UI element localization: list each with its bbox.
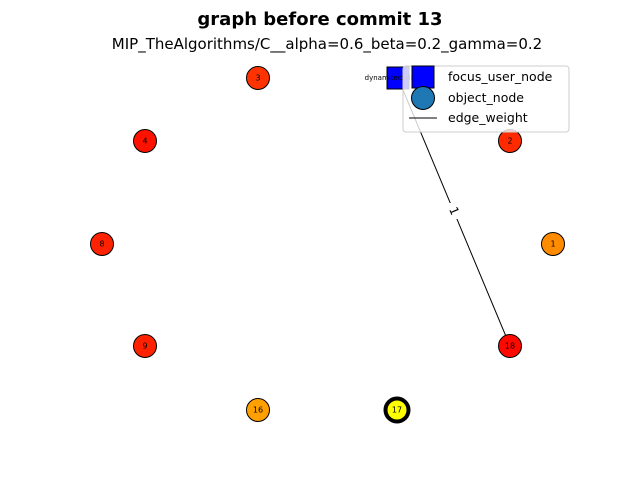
object-node: 17 (383, 396, 411, 424)
object-node-label: 9 (142, 342, 147, 351)
object-node-label: 4 (142, 137, 147, 146)
object-node: 2 (498, 129, 522, 153)
object-node-label: 1 (550, 240, 555, 249)
object-node-label: 18 (505, 342, 515, 351)
legend-object-label: object_node (448, 90, 524, 105)
legend-edge-label: edge_weight (448, 110, 528, 125)
object-node-circle (133, 334, 157, 358)
object-node: 3 (246, 66, 270, 90)
object-node: 4 (133, 129, 157, 153)
legend-frame (402, 65, 570, 133)
object-nodes-layer: 3 4 2 8 1 9 18 16 (90, 66, 565, 424)
figure-subtitle: MIP_TheAlgorithms/C__alpha=0.6_beta=0.2_… (112, 35, 542, 54)
object-node-label: 16 (253, 406, 263, 415)
object-node-circle (90, 232, 114, 256)
figure-title: graph before commit 13 (197, 9, 442, 30)
object-node-circle (541, 232, 565, 256)
object-node-circle (383, 396, 411, 424)
legend-focus-square-icon (411, 65, 435, 89)
object-node-circle (246, 398, 270, 422)
object-node-circle (133, 129, 157, 153)
object-node-label: 2 (507, 137, 512, 146)
object-node-label: 17 (392, 406, 402, 415)
focus-user-node-label: dynamitechdidakai (365, 74, 432, 82)
object-node-label: 8 (99, 240, 104, 249)
object-node: 16 (246, 398, 270, 422)
legend-object-circle-icon (411, 86, 435, 110)
object-node-circle (246, 66, 270, 90)
object-node: 9 (133, 334, 157, 358)
object-node-label: 3 (255, 74, 260, 83)
edge-label-bg (448, 203, 460, 219)
object-node-circle (498, 334, 522, 358)
object-node: 18 (498, 334, 522, 358)
object-node: 1 (541, 232, 565, 256)
legend-focus-label: focus_user_node (448, 69, 553, 84)
legend: focus_user_node object_node edge_weight (402, 65, 570, 133)
object-node: 8 (90, 232, 114, 256)
